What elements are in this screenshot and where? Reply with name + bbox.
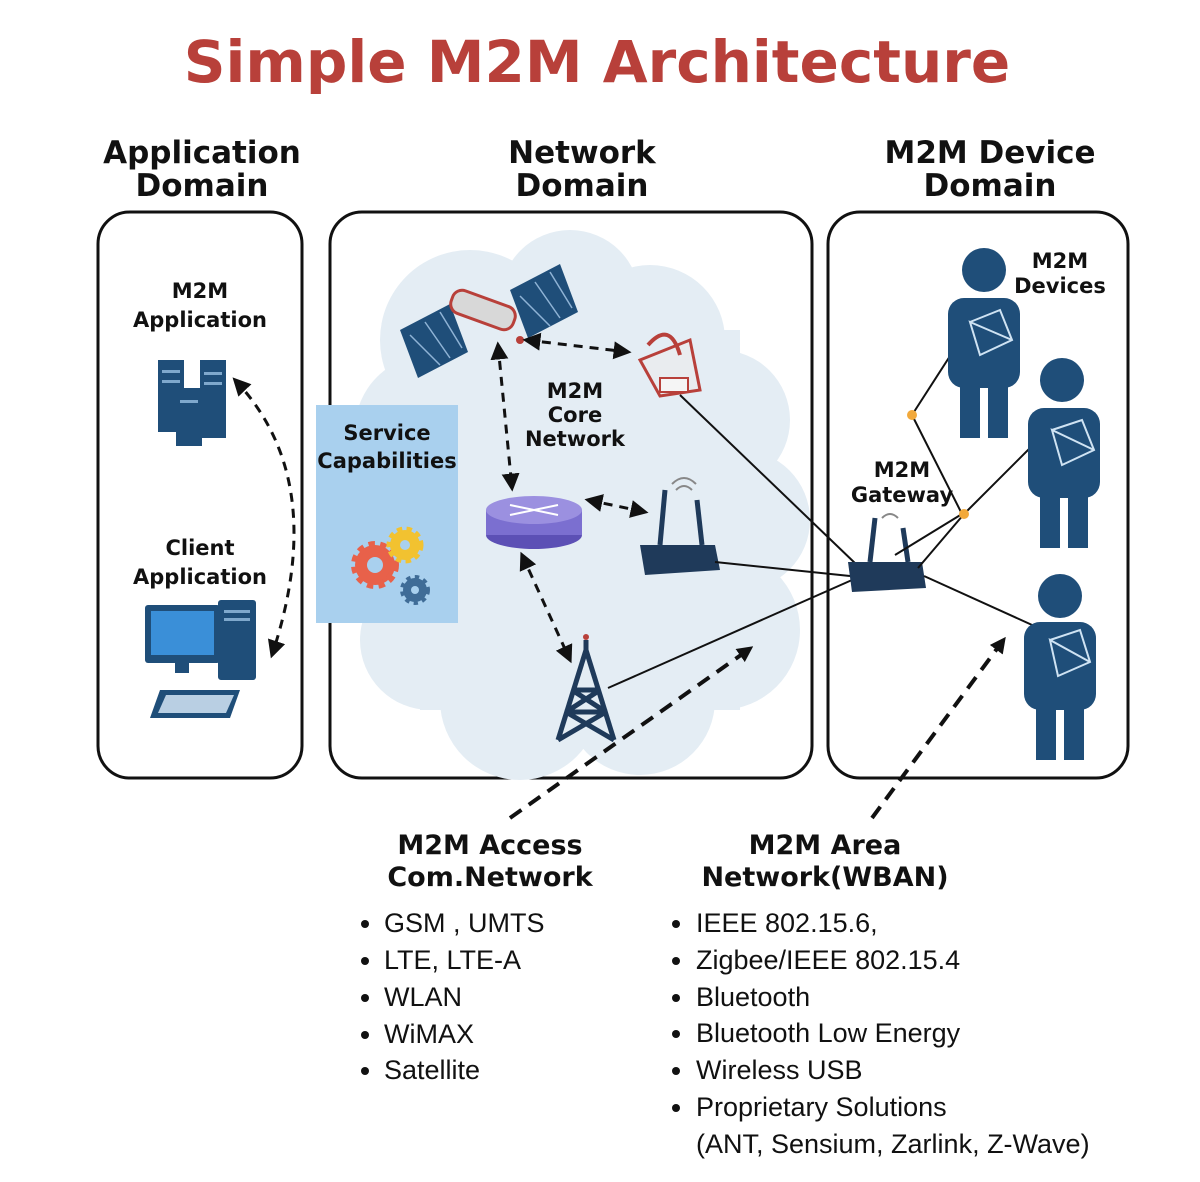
- list-item: WLAN: [384, 982, 462, 1012]
- satellite-dish-icon: [637, 332, 702, 398]
- gateway-device3-link: [923, 575, 1053, 635]
- svg-text:Core: Core: [548, 403, 602, 427]
- diagram-title: Simple M2M Architecture: [184, 28, 1010, 96]
- area-network-title: M2M Area Network(WBAN): [701, 830, 948, 893]
- svg-text:M2M: M2M: [1032, 249, 1088, 273]
- devices-label: M2M Devices: [1014, 249, 1106, 298]
- ap-gateway-link: [714, 561, 851, 577]
- gears-icon: [351, 526, 430, 605]
- satellite-dish-link: [522, 332, 632, 360]
- svg-text:Application: Application: [103, 135, 301, 171]
- list-item: Bluetooth Low Energy: [696, 1018, 961, 1048]
- gateway-label: M2M Gateway: [851, 458, 954, 507]
- svg-text:Client: Client: [165, 536, 234, 560]
- person-sensor-icon: [1028, 358, 1100, 548]
- list-item: Zigbee/IEEE 802.15.4: [696, 945, 960, 975]
- access-network-arrow: [508, 646, 754, 820]
- m2m-application-label: M2M Application: [133, 279, 267, 332]
- relay-node: [907, 410, 917, 420]
- access-network-list: GSM , UMTS LTE, LTE-A WLAN WiMAX Satelli…: [361, 908, 545, 1085]
- svg-text:Network(WBAN): Network(WBAN): [701, 862, 948, 893]
- application-domain-box: [96, 210, 304, 780]
- list-item: IEEE 802.15.6,: [696, 908, 878, 938]
- application-domain-title: Application Domain: [103, 135, 301, 204]
- area-network-list: IEEE 802.15.6, Zigbee/IEEE 802.15.4 Blue…: [672, 908, 1090, 1159]
- svg-text:M2M: M2M: [874, 458, 930, 482]
- svg-text:Devices: Devices: [1014, 274, 1106, 298]
- core-network-label: M2M Core Network: [525, 379, 626, 451]
- router-tower-link: [519, 551, 573, 664]
- cell-tower-icon: [555, 634, 617, 743]
- svg-text:M2M Device: M2M Device: [884, 135, 1095, 171]
- person-sensor-icon: [1024, 574, 1096, 760]
- svg-text:M2M Area: M2M Area: [749, 830, 902, 861]
- svg-text:Application: Application: [133, 565, 267, 589]
- device-domain-title: M2M Device Domain: [884, 135, 1095, 204]
- list-item: LTE, LTE-A: [384, 945, 521, 975]
- client-application-label: Client Application: [133, 536, 267, 589]
- svg-text:Network: Network: [508, 135, 657, 171]
- svg-text:Domain: Domain: [516, 168, 649, 204]
- relay-node: [959, 509, 969, 519]
- satellite-icon: [400, 264, 578, 378]
- service-capabilities-label: Service Capabilities: [317, 421, 456, 473]
- svg-text:Domain: Domain: [136, 168, 269, 204]
- area-network-arrow: [870, 636, 1006, 820]
- router-ap-link: [584, 494, 649, 518]
- computer-icon: [145, 600, 256, 718]
- list-item: WiMAX: [384, 1019, 474, 1049]
- svg-text:Capabilities: Capabilities: [317, 449, 456, 473]
- list-item: GSM , UMTS: [384, 908, 545, 938]
- gateway-device1-link: [894, 324, 971, 556]
- svg-text:M2M Access: M2M Access: [397, 830, 582, 861]
- svg-text:Gateway: Gateway: [851, 483, 954, 507]
- gateway-icon: [848, 513, 926, 592]
- wifi-access-point-icon: [640, 477, 720, 575]
- tower-gateway-link: [607, 579, 853, 689]
- list-item: Wireless USB: [696, 1055, 863, 1085]
- access-network-title: M2M Access Com.Network: [387, 830, 593, 893]
- svg-text:Com.Network: Com.Network: [387, 862, 593, 893]
- svg-text:Domain: Domain: [924, 168, 1057, 204]
- list-item-extra: (ANT, Sensium, Zarlink, Z-Wave): [696, 1129, 1090, 1159]
- svg-text:Application: Application: [133, 308, 267, 332]
- svg-text:Service: Service: [343, 421, 430, 445]
- router-icon: [486, 496, 582, 549]
- svg-text:M2M: M2M: [172, 279, 228, 303]
- server-icon: [158, 360, 226, 446]
- dish-gateway-link: [679, 394, 859, 567]
- satellite-router-link: [490, 341, 520, 492]
- person-sensor-icon: [948, 248, 1020, 438]
- svg-text:Network: Network: [525, 427, 626, 451]
- device-domain-box: [826, 210, 1130, 780]
- list-item: Proprietary Solutions: [696, 1092, 947, 1122]
- list-item: Bluetooth: [696, 982, 810, 1012]
- application-link-arrow: [232, 377, 296, 659]
- service-capabilities-box: [316, 405, 458, 623]
- list-item: Satellite: [384, 1055, 480, 1085]
- network-domain-title: Network Domain: [508, 135, 657, 204]
- svg-text:M2M: M2M: [547, 379, 603, 403]
